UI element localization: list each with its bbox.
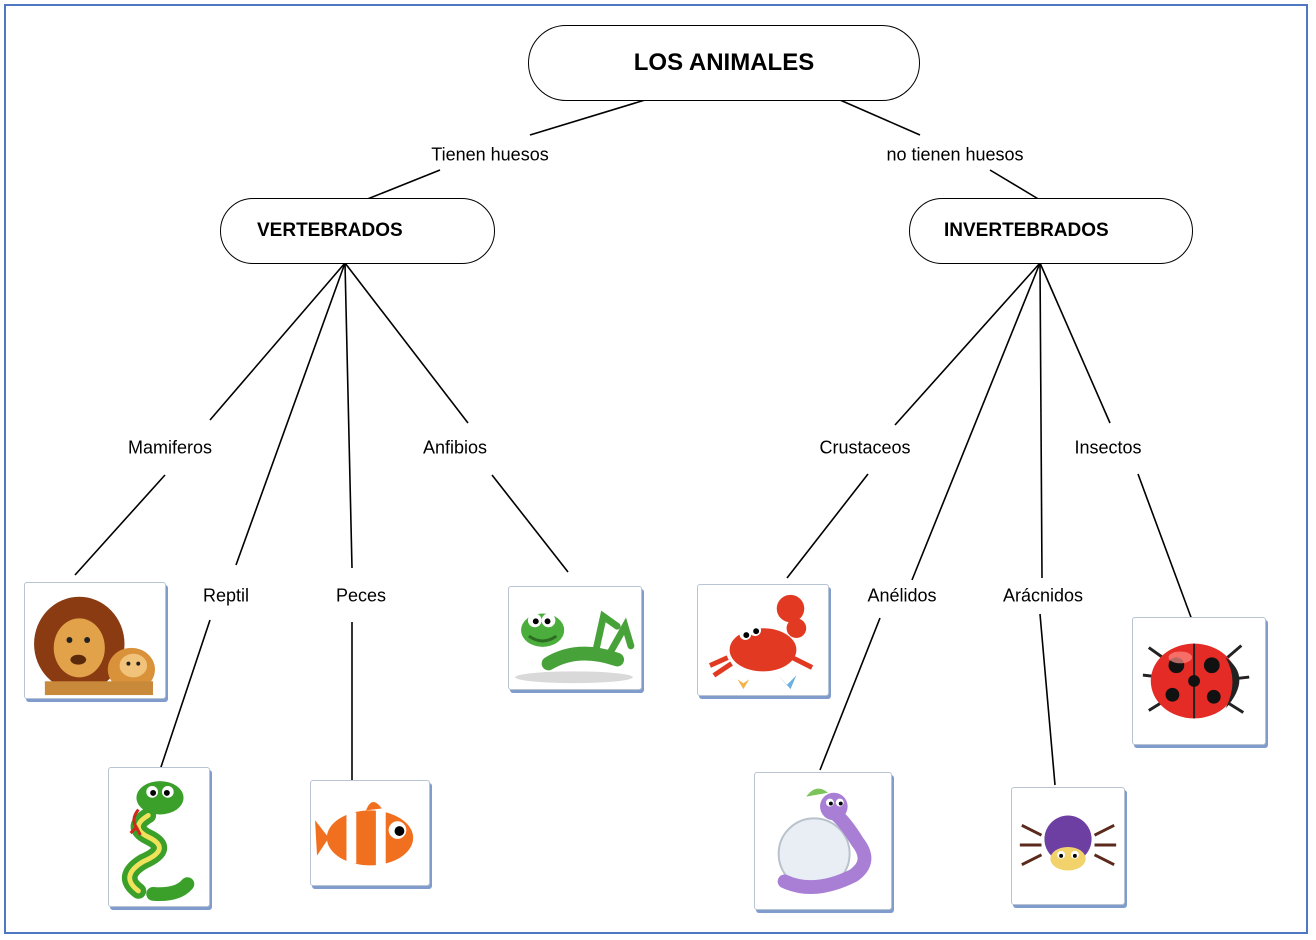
category-insectos: Insectos	[1072, 437, 1144, 459]
invertebrados-node: INVERTEBRADOS	[909, 198, 1193, 264]
root-node: LOS ANIMALES	[528, 25, 920, 101]
worm-picture	[754, 772, 892, 910]
diagram-frame	[4, 4, 1308, 934]
frog-picture	[508, 586, 642, 690]
ladybug-picture	[1132, 617, 1266, 745]
category-peces: Peces	[333, 585, 389, 607]
category-anelidos: Anélidos	[865, 585, 939, 607]
link-label-right: no tienen huesos	[884, 144, 1026, 166]
link-label-left: Tienen huesos	[429, 144, 551, 166]
crab-picture	[697, 584, 829, 696]
spider-picture	[1011, 787, 1125, 905]
category-anfibios: Anfibios	[420, 437, 490, 459]
vertebrados-node: VERTEBRADOS	[220, 198, 495, 264]
category-mamiferos: Mamiferos	[125, 437, 215, 459]
invertebrados-title: INVERTEBRADOS	[944, 220, 1109, 241]
snake-picture	[108, 767, 210, 907]
root-title: LOS ANIMALES	[633, 49, 815, 76]
lion-cub-picture	[24, 582, 166, 699]
category-crustaceos: Crustaceos	[817, 437, 913, 459]
clownfish-picture	[310, 780, 430, 886]
category-aracnidos: Arácnidos	[1000, 585, 1086, 607]
category-reptil: Reptil	[200, 585, 252, 607]
vertebrados-title: VERTEBRADOS	[257, 220, 403, 241]
